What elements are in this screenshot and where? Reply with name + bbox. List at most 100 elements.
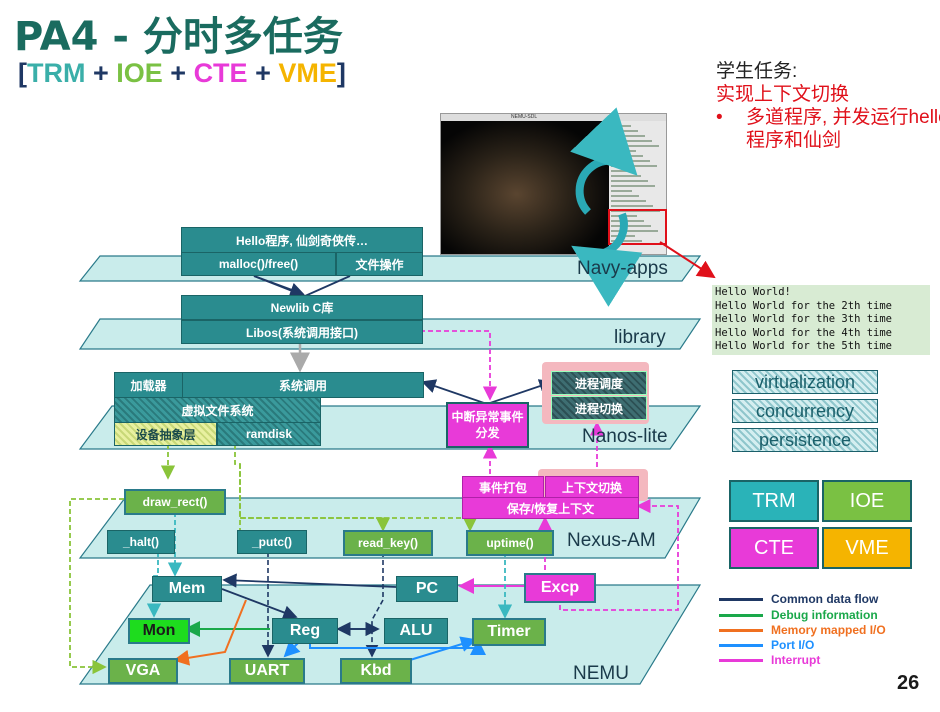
screenshot-terminal-line bbox=[611, 175, 641, 177]
box-context-switch: 上下文切换 bbox=[545, 476, 639, 498]
box-excp: Excp bbox=[524, 573, 596, 603]
screenshot-terminal-line bbox=[611, 185, 655, 187]
subtitle-ioe: IOE bbox=[116, 58, 163, 88]
terminal-line: Hello World for the 5th time bbox=[715, 340, 893, 352]
box-vfs: 虚拟文件系统 bbox=[114, 397, 321, 423]
legend-interrupt: Interrupt bbox=[719, 653, 820, 667]
box-file-ops: 文件操作 bbox=[336, 252, 423, 276]
terminal-line: Hello World! bbox=[715, 286, 791, 298]
task-heading: 学生任务: bbox=[716, 61, 798, 82]
screenshot-terminal-line bbox=[611, 230, 658, 232]
subtitle-cte: CTE bbox=[193, 58, 248, 88]
page-title: PA4 - 分时多任务 bbox=[14, 14, 343, 60]
box-malloc: malloc()/free() bbox=[181, 252, 336, 276]
box-putc: _putc() bbox=[237, 530, 307, 554]
legend-line-icon bbox=[719, 659, 763, 663]
module-vme: VME bbox=[822, 527, 912, 569]
arrow-irq-to-sched bbox=[486, 379, 554, 405]
box-process-schedule: 进程调度 bbox=[551, 371, 647, 395]
screenshot-terminal-line bbox=[611, 190, 632, 192]
box-ramdisk: ramdisk bbox=[217, 422, 321, 446]
arrow-excp-interrupt bbox=[559, 498, 679, 611]
legend-label: Port I/O bbox=[771, 638, 815, 652]
subtitle-plus-2: + bbox=[162, 58, 194, 88]
concept-persistence: persistence bbox=[732, 428, 878, 452]
terminal-line: Hello World for the 3th time bbox=[715, 313, 893, 325]
screenshot-window-title: NEMU-SDL bbox=[511, 114, 538, 120]
arrow-pc-to-mem bbox=[222, 573, 397, 588]
legend-port-io: Port I/O bbox=[719, 638, 814, 652]
subtitle-trm: TRM bbox=[27, 58, 86, 88]
box-event-pack: 事件打包 bbox=[462, 476, 544, 498]
module-trm: TRM bbox=[729, 480, 819, 522]
screenshot-terminal-line bbox=[611, 180, 648, 182]
subtitle-open: [ bbox=[18, 58, 27, 88]
arrow-apps-to-newlib-b bbox=[253, 275, 305, 297]
screenshot-highlight bbox=[608, 209, 667, 245]
box-halt: _halt() bbox=[107, 530, 175, 554]
terminal-line: Hello World for the 4th time bbox=[715, 326, 893, 339]
arrow-libos-interrupt bbox=[420, 330, 498, 401]
legend-line-icon bbox=[719, 598, 763, 602]
screenshot-terminal-line bbox=[611, 225, 651, 227]
task-line: 实现上下文切换 bbox=[716, 84, 850, 105]
arrow-drawrect-to-vga bbox=[69, 498, 124, 675]
screenshot-terminal-line bbox=[611, 205, 653, 207]
legend-label: Memory mapped I/O bbox=[771, 623, 886, 637]
box-draw-rect: draw_rect() bbox=[124, 489, 226, 515]
legend-label: Common data flow bbox=[771, 592, 879, 606]
task-bullet-text: 多道程序, 并发运行hello程序和仙剑 bbox=[746, 107, 940, 151]
box-hello-programs: Hello程序, 仙剑奇侠传… bbox=[181, 227, 423, 253]
box-uptime: uptime() bbox=[466, 530, 554, 556]
box-uart: UART bbox=[229, 658, 305, 684]
concept-concurrency: concurrency bbox=[732, 399, 878, 423]
layer-label-navy-apps: Navy-apps bbox=[577, 258, 668, 279]
student-task: 学生任务: 实现上下文切换 • 多道程序, 并发运行hello程序和仙剑 bbox=[716, 60, 940, 152]
subtitle-plus-1: + bbox=[85, 58, 117, 88]
box-newlib: Newlib C库 bbox=[181, 295, 423, 320]
layer-label-nanos-lite: Nanos-lite bbox=[582, 426, 668, 447]
box-kbd: Kbd bbox=[340, 658, 412, 684]
legend-label: Interrupt bbox=[771, 653, 821, 667]
box-irq-dispatch: 中断异常事件分发 bbox=[446, 402, 529, 448]
legend-line-icon bbox=[719, 644, 763, 648]
layer-label-nemu: NEMU bbox=[573, 663, 629, 684]
box-mon: Mon bbox=[128, 618, 190, 644]
subtitle-vme: VME bbox=[278, 58, 337, 88]
box-save-restore-context: 保存/恢复上下文 bbox=[462, 497, 639, 519]
box-process-switch: 进程切换 bbox=[551, 396, 647, 420]
arrow-kbd-to-timer bbox=[409, 636, 477, 661]
box-vga: VGA bbox=[108, 658, 178, 684]
legend-line-icon bbox=[719, 629, 763, 633]
screenshot-titlebar: NEMU-SDL bbox=[441, 114, 666, 121]
screenshot-terminal-line bbox=[611, 195, 639, 197]
module-cte: CTE bbox=[729, 527, 819, 569]
rotate-arrow-icon-2 bbox=[571, 212, 643, 307]
bullet-dot-icon: • bbox=[716, 107, 723, 128]
screenshot-terminal-line bbox=[611, 240, 642, 242]
box-alu: ALU bbox=[384, 618, 448, 644]
box-read-key: read_key() bbox=[343, 530, 433, 556]
arrow-irq-to-syscall bbox=[421, 379, 488, 405]
box-pc: PC bbox=[396, 576, 458, 602]
legend-debug-information: Debug information bbox=[719, 608, 878, 622]
page-number: 26 bbox=[897, 672, 920, 694]
screenshot-terminal-line bbox=[611, 200, 646, 202]
terminal-line: Hello World for the 2th time bbox=[715, 299, 893, 312]
box-libos: Libos(系统调用接口) bbox=[181, 320, 423, 344]
box-mem: Mem bbox=[152, 576, 222, 602]
box-syscall: 系统调用 bbox=[182, 372, 424, 398]
layer-label-nexus-am: Nexus-AM bbox=[567, 530, 656, 551]
module-ioe: IOE bbox=[822, 480, 912, 522]
layer-label-library: library bbox=[614, 327, 666, 348]
arrow-device-to-uptime bbox=[240, 517, 478, 532]
rotate-arrow-icon bbox=[570, 107, 638, 215]
legend-common-data-flow: Common data flow bbox=[719, 592, 878, 606]
concept-virtualization: virtualization bbox=[732, 370, 878, 394]
terminal-output: Hello World!Hello World for the 2th time… bbox=[712, 285, 930, 355]
box-loader: 加载器 bbox=[114, 372, 183, 398]
legend-line-icon bbox=[719, 614, 763, 618]
page-subtitle: [TRM + IOE + CTE + VME] bbox=[18, 58, 346, 89]
arrow-readkey-to-kbd bbox=[365, 552, 384, 658]
box-reg: Reg bbox=[272, 618, 338, 644]
